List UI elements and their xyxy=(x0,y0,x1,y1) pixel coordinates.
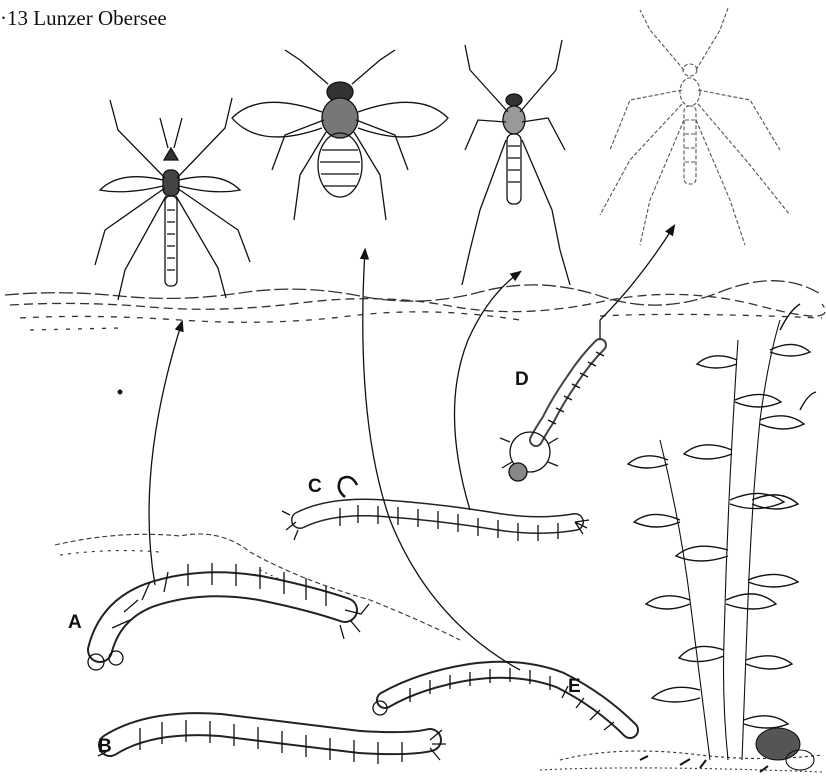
water-plant-icon xyxy=(628,304,816,772)
larva-c xyxy=(282,477,589,541)
adult-gnat-icon xyxy=(462,40,570,285)
label-c: C xyxy=(308,476,322,497)
larva-a xyxy=(88,563,369,670)
larva-b xyxy=(98,720,446,764)
water-surface xyxy=(5,281,825,330)
water-dot xyxy=(118,390,123,395)
label-e: E xyxy=(568,676,581,697)
adult-fly-icon xyxy=(232,50,448,220)
label-a: A xyxy=(68,612,82,633)
adult-midge-icon xyxy=(95,98,250,300)
development-arrows xyxy=(149,226,674,670)
adult-mosquito-icon xyxy=(600,8,790,245)
label-d: D xyxy=(515,369,529,390)
larva-e xyxy=(373,668,630,730)
pupa-d xyxy=(500,320,604,481)
label-b: B xyxy=(98,736,112,757)
